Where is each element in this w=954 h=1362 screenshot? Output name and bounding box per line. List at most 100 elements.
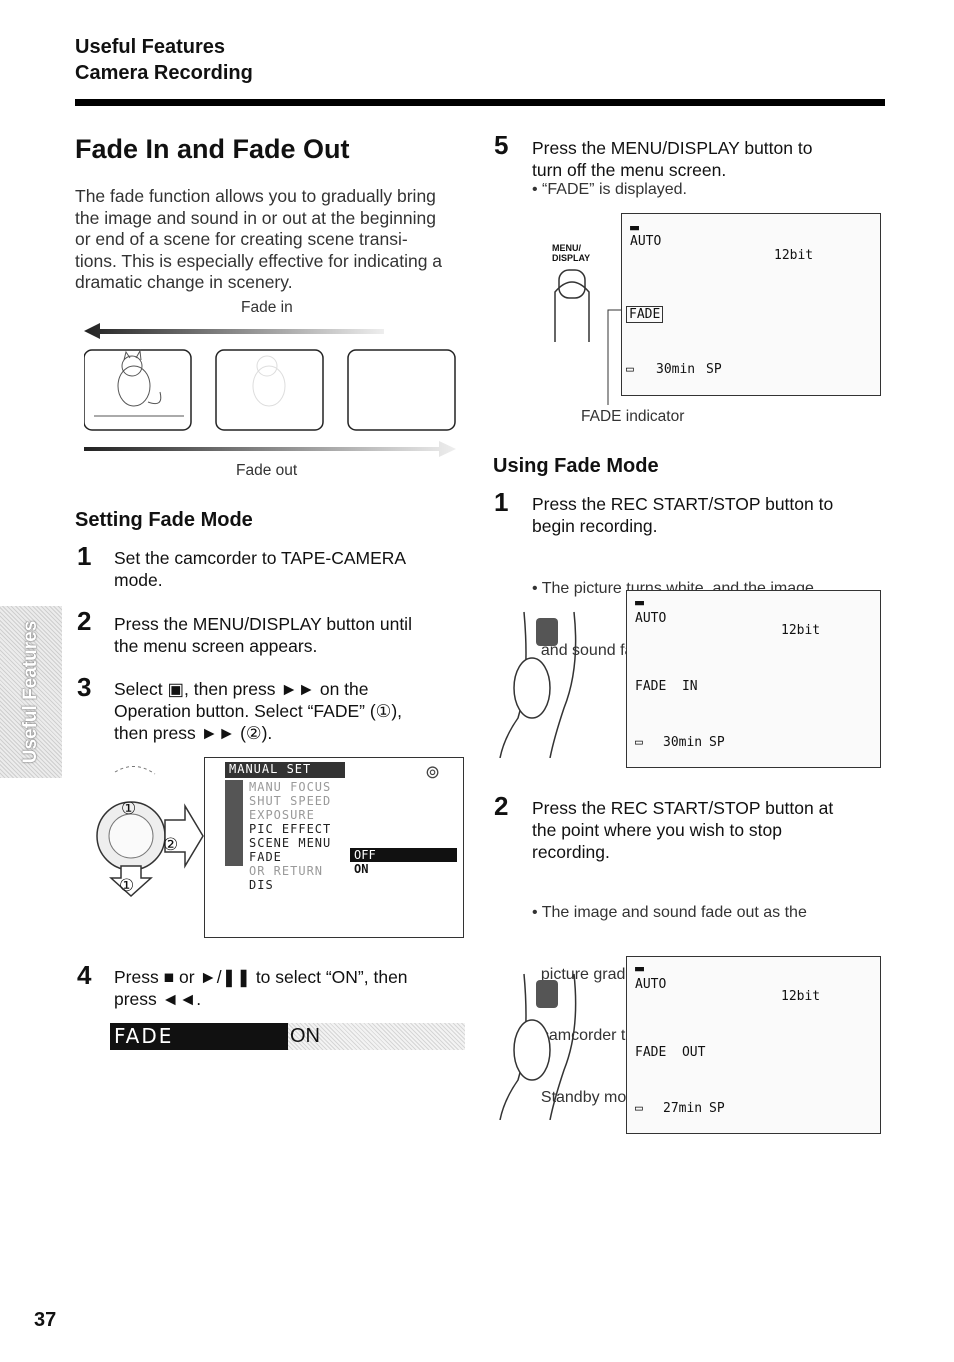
fade-on-value: ON (290, 1025, 320, 1047)
intro-line: the image and sound in or out at the beg… (75, 207, 436, 228)
battery-icon: ▬ (630, 218, 640, 236)
audio-bit-label: 12bit (781, 623, 821, 638)
dial-label-1: ① (121, 799, 137, 818)
intro-line: or end of a scene for creating scene tra… (75, 229, 408, 249)
step-line: turn off the menu screen. (532, 160, 727, 180)
tape-icon: ▭ (635, 735, 643, 750)
step-text: Press the MENU/DISPLAY button to turn of… (532, 137, 882, 181)
tape-icon: ⊚ (425, 762, 441, 782)
step-line: Select ▣, then press ►► on the (114, 679, 369, 699)
fade-out-indicator: FADE OUT (635, 1045, 706, 1060)
step-line: Press the MENU/DISPLAY button to (532, 138, 813, 158)
fade-label: FADE (110, 1023, 288, 1050)
setting-heading: Setting Fade Mode (75, 509, 253, 531)
step-number: 2 (77, 606, 92, 636)
step-line: mode. (114, 570, 163, 590)
using-heading: Using Fade Mode (493, 455, 659, 477)
step-text: Select ▣, then press ►► on the Operation… (114, 678, 464, 744)
scene-frame-1 (84, 349, 192, 431)
dial-label-1-bottom: ① (119, 876, 135, 895)
manual-set-menu: MANUAL SET ⊚ MANU FOCUS SHUT SPEED EXPOS… (204, 757, 464, 938)
step-line: then press ►► (②). (114, 723, 273, 743)
page-number: 37 (34, 1309, 57, 1331)
menu-icon-column (225, 780, 243, 866)
remaining-time: 27min (663, 1101, 703, 1116)
remaining-time: 30min (663, 735, 703, 750)
scene-frame-3 (347, 349, 456, 431)
audio-bit-label: 12bit (774, 248, 814, 263)
rec-button-hand-icon (499, 973, 577, 1120)
step-line: the menu screen appears. (114, 636, 318, 656)
step-line: Press the REC START/STOP button at (532, 798, 834, 818)
step-bullet: • “FADE” is displayed. (532, 181, 687, 198)
menu-title: MANUAL SET (225, 762, 345, 778)
step-line: Set the camcorder to TAPE-CAMERA (114, 548, 407, 568)
step-number: 1 (494, 487, 509, 517)
step-text: Set the camcorder to TAPE-CAMERA mode. (114, 547, 464, 591)
menu-item: MANU FOCUS (249, 780, 332, 794)
step-number: 1 (77, 541, 92, 571)
battery-icon: ▬ (635, 959, 645, 977)
battery-icon: ▬ (635, 593, 645, 611)
step-line: Press ■ or ►/❚❚ to select “ON”, then (114, 967, 408, 987)
tape-speed: SP (709, 735, 725, 750)
fade-indicator-caption: FADE indicator (581, 408, 685, 425)
menu-item-return: OR RETURN (249, 864, 324, 878)
right-arrow-icon (164, 803, 204, 869)
bullet-line: • The image and sound fade out as the (532, 904, 807, 921)
rec-button-hand-icon (499, 611, 577, 758)
intro-line: tions. This is especially effective for … (75, 250, 443, 271)
viewfinder-screen-fade-in: ▬ AUTO 12bit FADE IN ▭ 30min SP (626, 590, 881, 768)
page-title: Fade In and Fade Out (75, 134, 350, 164)
auto-label: AUTO (635, 611, 667, 626)
fade-out-label: Fade out (236, 462, 298, 479)
menu-item: SCENE MENU (249, 836, 332, 850)
menu-item: PIC EFFECT (249, 822, 332, 836)
fade-in-indicator: FADE IN (635, 679, 698, 694)
viewfinder-screen-fade: ▬ AUTO 12bit FADE ▭ 30min SP (621, 213, 881, 396)
audio-bit-label: 12bit (781, 989, 821, 1004)
fade-on-display: FADE ON (110, 1023, 465, 1050)
menu-display-button-label: MENU/ DISPLAY (552, 243, 590, 263)
fade-illustration (84, 323, 456, 457)
scene-frame-2 (215, 349, 324, 431)
auto-label: AUTO (635, 977, 667, 992)
tape-speed: SP (706, 362, 722, 377)
fade-in-arrow (84, 323, 384, 339)
remaining-time: 30min (656, 362, 696, 377)
tape-icon: ▭ (635, 1101, 643, 1116)
fade-indicator: FADE (626, 306, 664, 323)
menu-item: SHUT SPEED (249, 794, 332, 808)
dial-label-2: ② (163, 835, 179, 854)
step-line: press ◄◄. (114, 989, 202, 1009)
step-line: begin recording. (532, 516, 658, 536)
down-arrow-icon (109, 865, 153, 898)
intro-line: dramatic change in scenery. (75, 272, 293, 292)
cat-icon (94, 349, 184, 417)
step-line: Operation button. Select “FADE” (①), (114, 701, 403, 721)
tape-speed: SP (709, 1101, 725, 1116)
operation-dial (96, 766, 204, 898)
finger-press-icon (554, 269, 590, 342)
subsection-title: Camera Recording (75, 62, 253, 84)
header-rule (75, 99, 885, 106)
fade-value-on: ON (354, 862, 369, 876)
indicator-leader-line (607, 309, 622, 405)
section-title: Useful Features (75, 36, 226, 58)
intro-paragraph: The fade function allows you to graduall… (75, 186, 475, 294)
step-line: the point where you wish to stop (532, 820, 783, 840)
side-tab-label: Useful Features (20, 620, 41, 764)
step-text: Press ■ or ►/❚❚ to select “ON”, then pre… (114, 966, 464, 1010)
fade-out-arrow (84, 441, 456, 457)
step-text: Press the REC START/STOP button at the p… (532, 797, 882, 863)
step-text: Press the REC START/STOP button to begin… (532, 493, 882, 537)
step-line: Press the REC START/STOP button to (532, 494, 834, 514)
fade-in-label: Fade in (241, 299, 293, 316)
tape-icon: ▭ (626, 362, 634, 377)
intro-line: The fade function allows you to graduall… (75, 186, 436, 206)
step-number: 4 (77, 960, 92, 990)
step-line: Press the MENU/DISPLAY button until (114, 614, 412, 634)
faded-cat-icon (252, 355, 286, 407)
button-label-line: MENU/ (552, 243, 581, 253)
step-line: recording. (532, 842, 610, 862)
